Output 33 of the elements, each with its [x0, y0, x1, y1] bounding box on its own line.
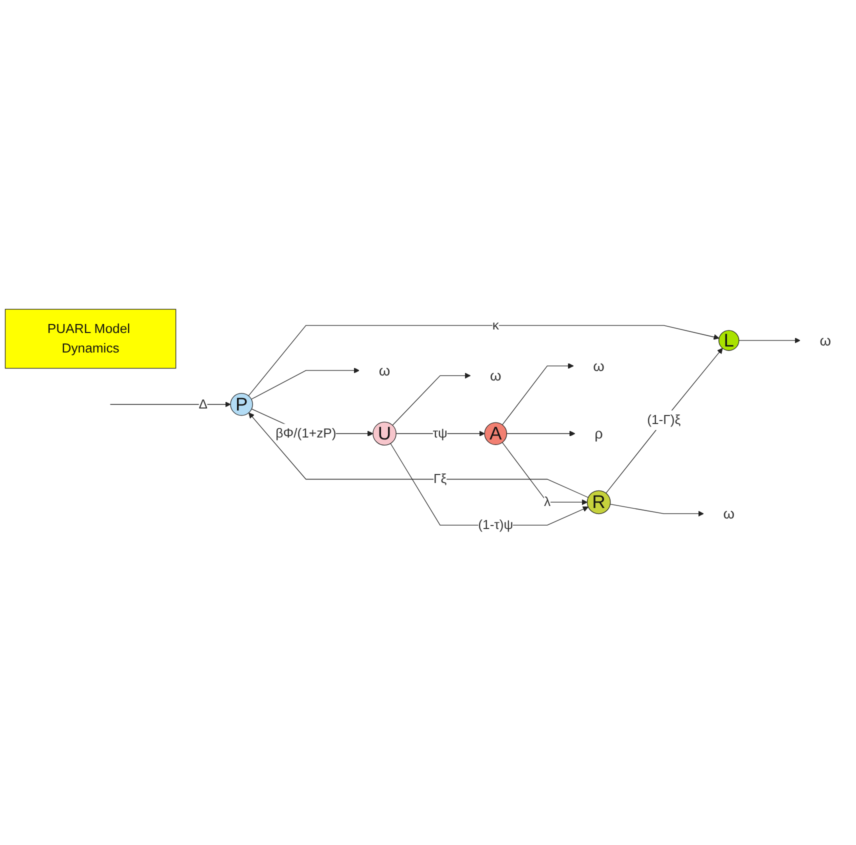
node-circle: A — [484, 422, 508, 446]
node-text: ω — [378, 362, 390, 380]
edge-label: (1-Γ)ξ — [647, 413, 681, 428]
node-circle: L — [718, 330, 740, 352]
arrow — [248, 326, 720, 396]
arrow — [502, 442, 588, 506]
edge-label: (1-τ)ψ — [478, 518, 514, 533]
edge-label: Γξ — [434, 472, 447, 487]
arrow — [251, 368, 360, 400]
edge-label: Δ — [198, 398, 208, 412]
node-circle: U — [372, 422, 396, 446]
edge-label: βΦ/(1+zP) — [276, 426, 336, 442]
arrow — [396, 431, 485, 437]
arrow — [502, 363, 574, 426]
arrow — [506, 431, 576, 437]
arrow — [392, 373, 471, 426]
arrow — [610, 504, 704, 517]
node-text: ω — [593, 358, 604, 374]
node-text: ω — [723, 506, 734, 522]
edge-label: κ — [492, 318, 499, 334]
arrow — [248, 412, 589, 498]
arrow — [738, 338, 800, 344]
arrow — [390, 444, 588, 526]
node-text: ρ — [594, 426, 603, 442]
node-circle: R — [586, 490, 611, 514]
edge-label: λ — [544, 495, 550, 510]
edge-label: τψ — [432, 426, 448, 442]
arrow — [606, 348, 723, 494]
node-text: ω — [490, 368, 502, 384]
node-text: ω — [820, 332, 832, 350]
node-circle: P — [230, 393, 253, 416]
arrow — [110, 402, 231, 408]
node-box: PUARL Model Dynamics — [4, 309, 176, 369]
